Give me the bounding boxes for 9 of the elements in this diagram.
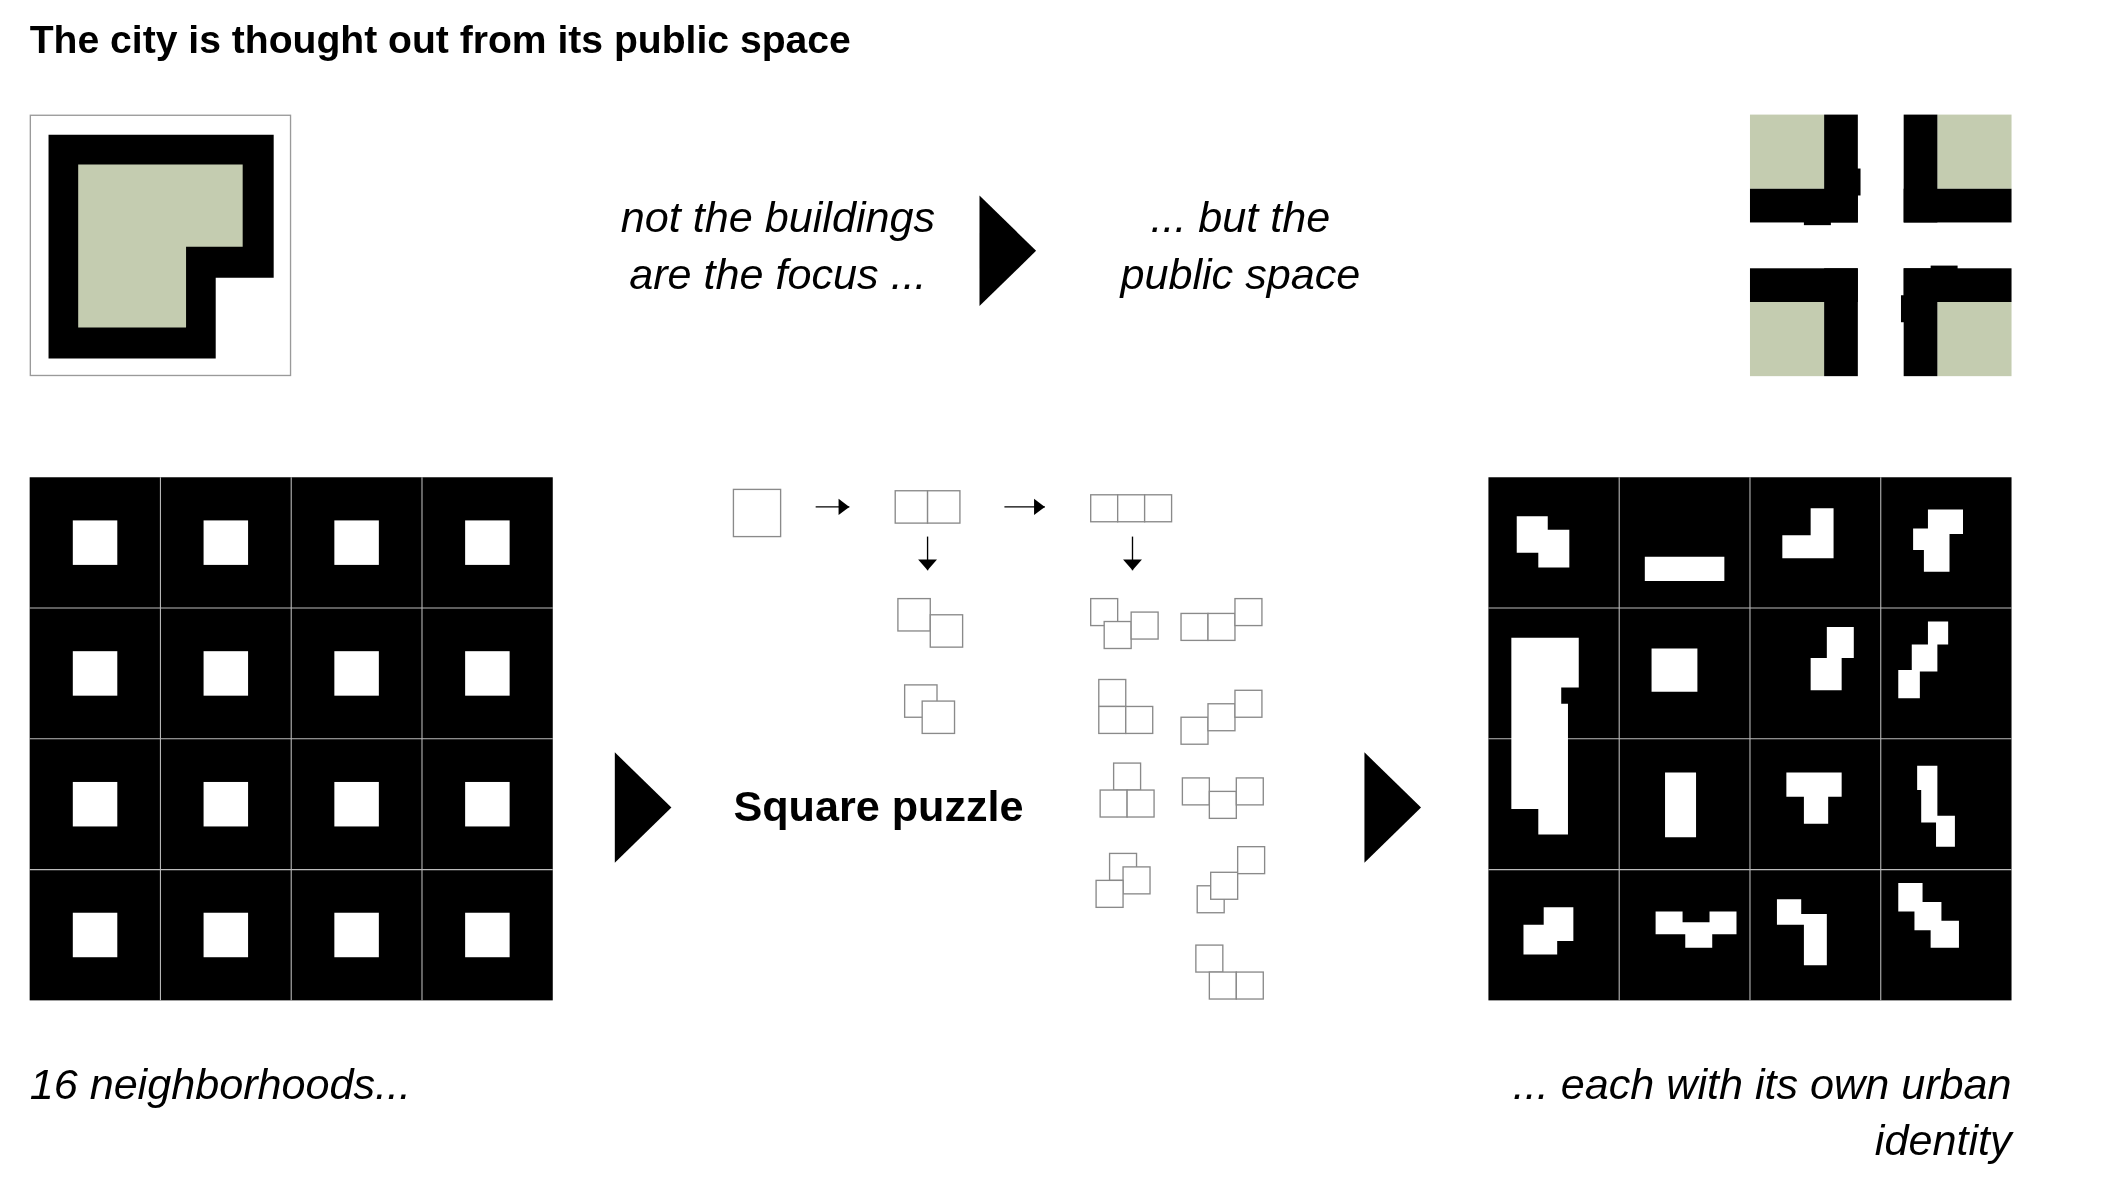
caption-text: ... each with its own urban identity: [1511, 1058, 2012, 1167]
statement-text: ... but the public space: [1044, 175, 1382, 316]
chevron-arrow: [979, 195, 1037, 307]
chevron-arrow: [614, 752, 672, 863]
diagram-title: The city is thought out from its public space: [29, 17, 851, 62]
statement-text: not the buildings are the focus ...: [585, 175, 971, 316]
puzzle-title: Square puzzle: [733, 781, 1033, 836]
chevron-arrow: [1364, 752, 1422, 863]
caption-text: 16 neighborhoods...: [29, 1058, 413, 1111]
